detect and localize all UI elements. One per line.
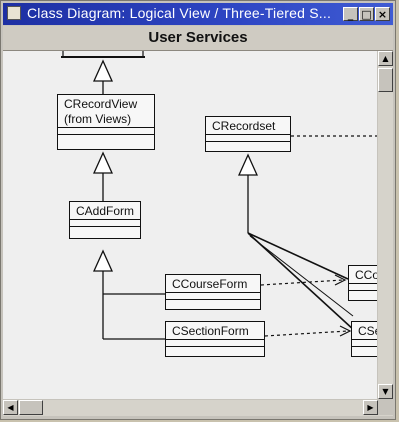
operations-compartment (166, 346, 264, 353)
class-cse-partial[interactable]: CSe (351, 321, 377, 357)
attributes-compartment (349, 283, 377, 290)
class-package-note: (from Views) (64, 112, 132, 126)
resize-corner[interactable] (378, 400, 393, 415)
horizontal-scroll-thumb[interactable] (19, 400, 43, 415)
attributes-compartment (352, 339, 377, 346)
class-name-line: CRecordView (64, 97, 138, 111)
operations-compartment (70, 226, 140, 233)
minimize-button[interactable]: _ (343, 7, 358, 21)
class-name: CSe (358, 324, 377, 338)
class-ccourseform[interactable]: CCourseForm (165, 274, 261, 310)
class-caddform[interactable]: CAddForm (69, 201, 141, 239)
class-crecordset[interactable]: CRecordset (205, 116, 291, 152)
operations-compartment (166, 299, 260, 306)
package-header: User Services (3, 26, 393, 51)
class-name: CSectionForm (172, 324, 249, 338)
relationship-lines (61, 51, 377, 340)
maximize-button[interactable]: □ (359, 7, 374, 21)
close-button[interactable]: × (375, 7, 390, 21)
attributes-compartment (166, 339, 264, 346)
operations-compartment (349, 290, 377, 297)
window-titlebar[interactable]: Class Diagram: Logical View / Three-Tier… (3, 3, 393, 25)
attributes-compartment (70, 219, 140, 226)
class-crecordview[interactable]: CRecordView (from Views) (57, 94, 155, 150)
scroll-left-button[interactable]: ◀ (3, 400, 18, 415)
scroll-down-button[interactable]: ▼ (378, 384, 393, 399)
class-csectionform[interactable]: CSectionForm (165, 321, 265, 357)
operations-compartment (58, 134, 154, 141)
class-name: CAddForm (76, 204, 135, 218)
operations-compartment (352, 346, 377, 353)
window-title: Class Diagram: Logical View / Three-Tier… (27, 5, 332, 21)
attributes-compartment (58, 127, 154, 134)
vertical-scroll-thumb[interactable] (378, 68, 393, 92)
attributes-compartment (206, 134, 290, 141)
class-name: CRecordset (212, 119, 276, 133)
class-name: CCo (355, 268, 377, 282)
class-cco-partial[interactable]: CCo (348, 265, 377, 301)
operations-compartment (206, 141, 290, 148)
app-icon[interactable] (7, 6, 21, 20)
class-name: CRecordView (from Views) (58, 95, 154, 127)
horizontal-scrollbar[interactable]: ◀ ▶ (3, 400, 393, 416)
scroll-up-button[interactable]: ▲ (378, 51, 393, 66)
vertical-scrollbar[interactable]: ▲ ▼ (378, 51, 393, 399)
diagram-canvas[interactable]: CRecordView (from Views) CRecordset CAdd… (3, 51, 377, 399)
scroll-right-button[interactable]: ▶ (363, 400, 378, 415)
class-name: CCourseForm (172, 277, 248, 291)
attributes-compartment (166, 292, 260, 299)
